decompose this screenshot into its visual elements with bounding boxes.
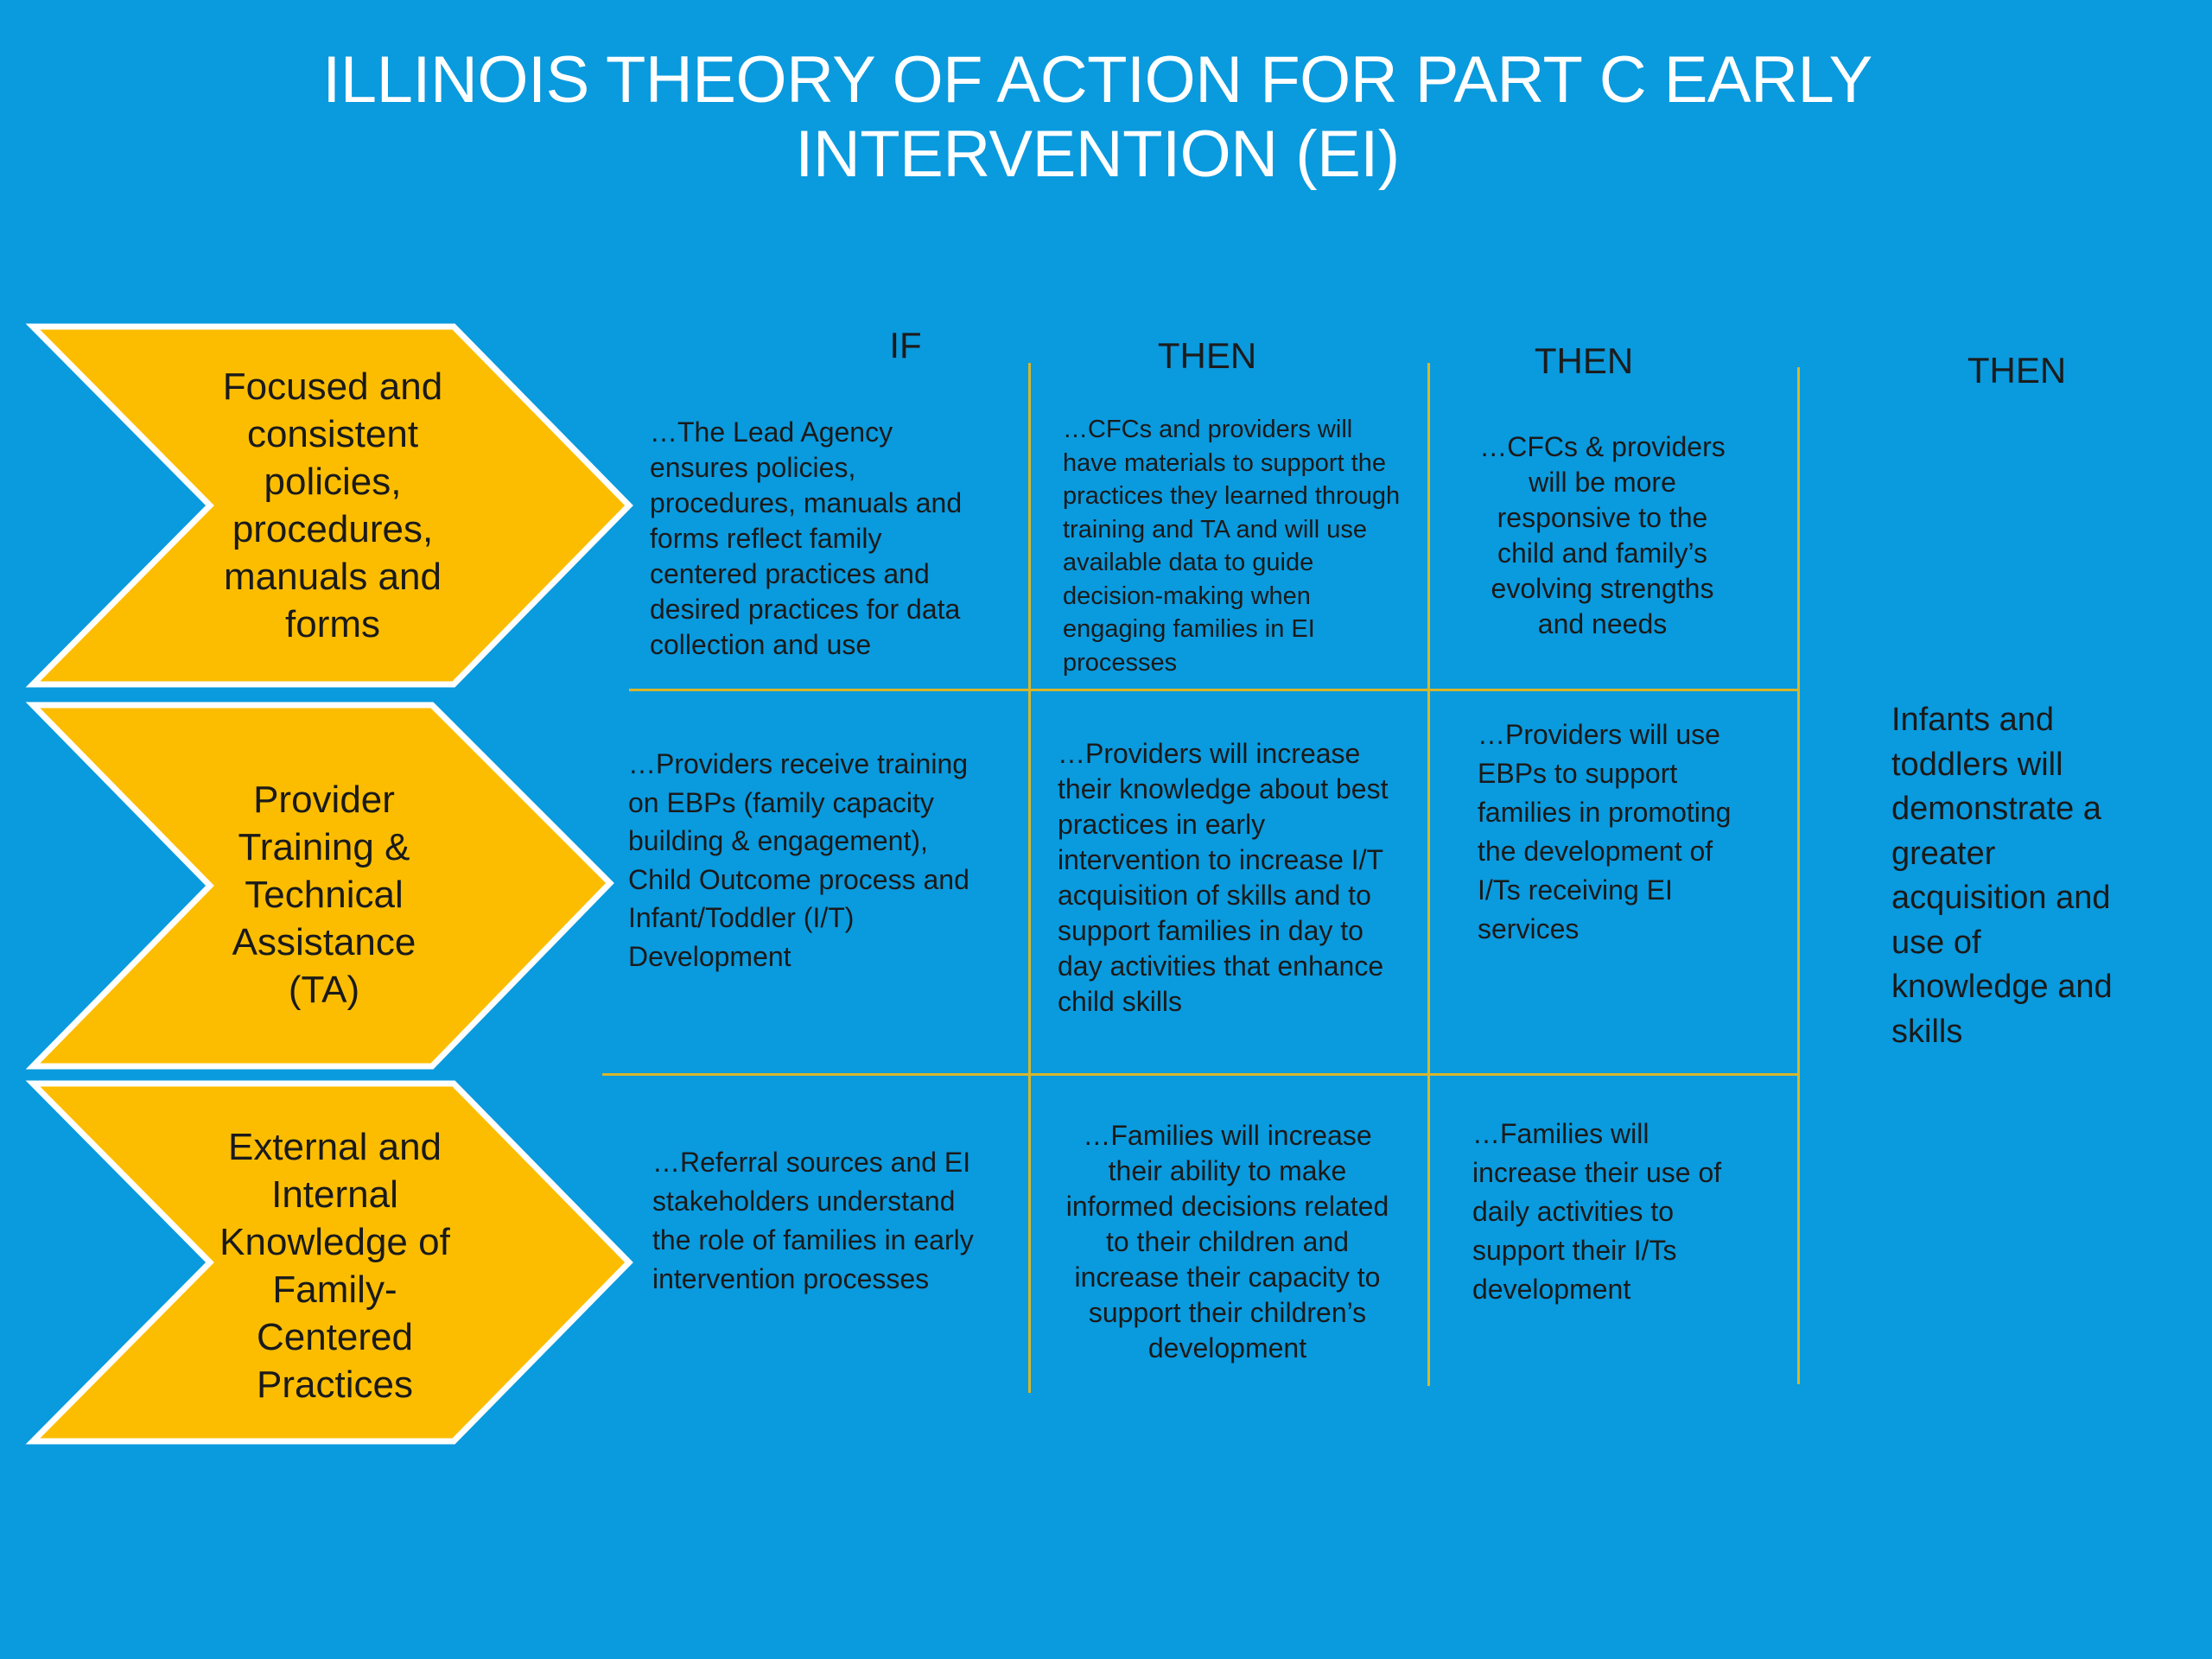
cell-if-knowledge: …Referral sources and EI stakeholders un… [652,1147,974,1294]
cell-then1-policies: …CFCs and providers will have materials … [1063,416,1401,677]
grid-line-vertical-3 [1797,367,1800,1384]
grid-line-horizontal-1 [629,689,1797,691]
grid-line-vertical-2 [1427,363,1430,1386]
chevron-shape-knowledge [25,1080,633,1445]
cell-then2-training: …Providers will use EBPs to support fami… [1478,719,1732,944]
header-then-2: THEN [1534,340,1634,381]
grid-line-vertical-1 [1028,363,1031,1393]
header-then-1: THEN [1157,335,1257,376]
cell-then1-knowledge: …Families will increase their ability to… [1065,1120,1389,1363]
chevron-label-training: Provider Training & Technical Assistance… [232,778,416,1011]
header-if: IF [889,325,922,365]
cell-if-policies: …The Lead Agency ensures policies, proce… [650,416,963,660]
chevron-label-knowledge: External and Internal Knowledge of Famil… [219,1126,450,1406]
chevron-shape-policies [25,323,633,688]
header-then-3: THEN [1967,350,2067,391]
chevron-shape-training [25,702,614,1070]
outcome-text: Infants and toddlers will demonstrate a … [1891,702,2113,1050]
grid-line-horizontal-2 [602,1073,1799,1076]
cell-then1-training: …Providers will increase their knowledge… [1058,738,1389,1017]
cell-then2-knowledge: …Families will increase their use of dai… [1472,1118,1722,1305]
cell-if-training: …Providers receive training on EBPs (fam… [628,748,969,972]
cell-then2-policies: …CFCs & providers will be more responsiv… [1479,431,1726,639]
chevron-label-policies: Focused and consistent policies, procedu… [222,365,443,645]
slide-title: ILLINOIS THEORY OF ACTION FOR PART C EAR… [322,43,1872,191]
